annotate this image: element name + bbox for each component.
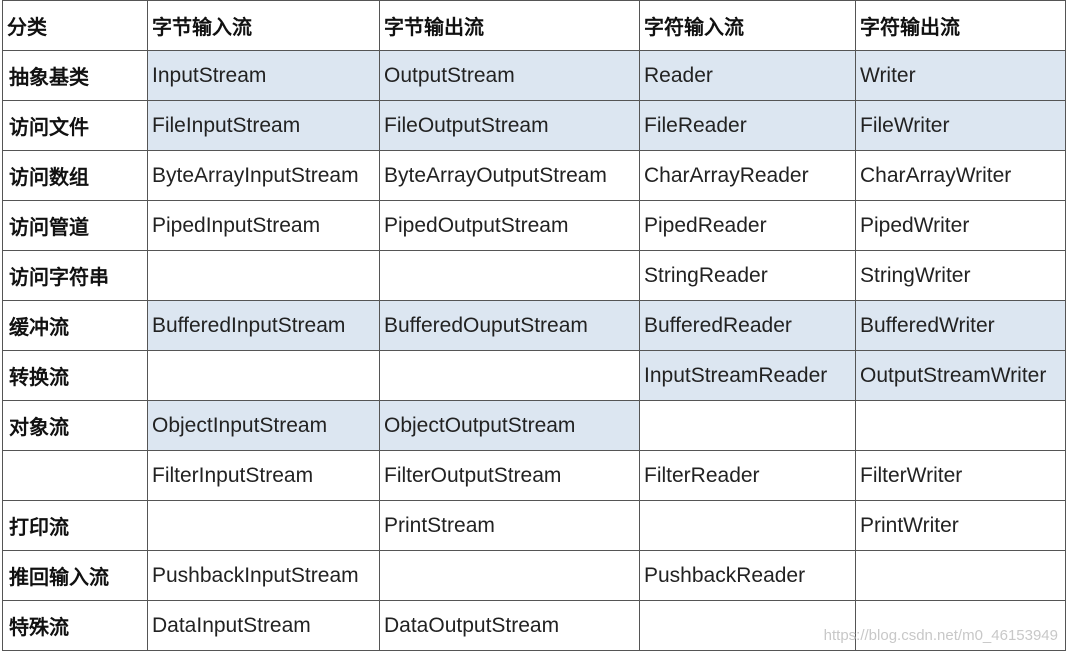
table-cell: CharArrayWriter (855, 150, 1066, 201)
table-row: 访问字符串 StringReader StringWriter (2, 250, 1066, 301)
table-cell: PipedInputStream (147, 200, 380, 251)
table-cell: FileReader (639, 100, 856, 151)
table-cell (855, 550, 1066, 601)
table-cell: PushbackInputStream (147, 550, 380, 601)
table-cell: InputStreamReader (639, 350, 856, 401)
table-cell (639, 400, 856, 451)
table-cell: OutputStream (379, 50, 640, 101)
table-cell: ObjectOutputStream (379, 400, 640, 451)
table-cell: InputStream (147, 50, 380, 101)
table-cell: FileInputStream (147, 100, 380, 151)
header-byte-output: 字节输出流 (379, 0, 640, 51)
table-row: 缓冲流 BufferedInputStream BufferedOuputStr… (2, 300, 1066, 351)
table-cell: PrintStream (379, 500, 640, 551)
table-cell (379, 350, 640, 401)
header-char-input: 字符输入流 (639, 0, 856, 51)
header-row: 分类 字节输入流 字节输出流 字符输入流 字符输出流 (2, 0, 1066, 51)
table-cell: PipedReader (639, 200, 856, 251)
table-cell: OutputStreamWriter (855, 350, 1066, 401)
table-cell: ByteArrayInputStream (147, 150, 380, 201)
table-row: 对象流 ObjectInputStream ObjectOutputStream (2, 400, 1066, 451)
table-cell: PushbackReader (639, 550, 856, 601)
table-cell: BufferedOuputStream (379, 300, 640, 351)
row-label: 推回输入流 (2, 550, 148, 601)
table-cell: BufferedReader (639, 300, 856, 351)
row-label (2, 450, 148, 501)
table-cell: FilterReader (639, 450, 856, 501)
table-row: 特殊流 DataInputStream DataOutputStream (2, 600, 1066, 651)
row-label: 特殊流 (2, 600, 148, 651)
table-cell (147, 500, 380, 551)
table-cell: Reader (639, 50, 856, 101)
table-row: 访问数组 ByteArrayInputStream ByteArrayOutpu… (2, 150, 1066, 201)
table-cell: StringWriter (855, 250, 1066, 301)
table-cell: FileWriter (855, 100, 1066, 151)
table-row: 推回输入流 PushbackInputStream PushbackReader (2, 550, 1066, 601)
table-cell: PipedOutputStream (379, 200, 640, 251)
table-row: 抽象基类 InputStream OutputStream Reader Wri… (2, 50, 1066, 101)
row-label: 访问数组 (2, 150, 148, 201)
table-cell: FilterWriter (855, 450, 1066, 501)
table-cell: BufferedWriter (855, 300, 1066, 351)
table-cell: FileOutputStream (379, 100, 640, 151)
watermark-text: https://blog.csdn.net/m0_46153949 (823, 627, 1058, 644)
table-cell (379, 250, 640, 301)
table-cell (639, 500, 856, 551)
table-cell: PrintWriter (855, 500, 1066, 551)
row-label: 缓冲流 (2, 300, 148, 351)
table-cell: PipedWriter (855, 200, 1066, 251)
table-cell: DataInputStream (147, 600, 380, 651)
row-label: 打印流 (2, 500, 148, 551)
table-cell: ObjectInputStream (147, 400, 380, 451)
table-cell: ByteArrayOutputStream (379, 150, 640, 201)
header-category: 分类 (2, 0, 148, 51)
table-cell (147, 250, 380, 301)
table-row: 打印流 PrintStream PrintWriter (2, 500, 1066, 551)
table-row: FilterInputStream FilterOutputStream Fil… (2, 450, 1066, 501)
row-label: 访问文件 (2, 100, 148, 151)
table-cell: Writer (855, 50, 1066, 101)
table-row: 访问管道 PipedInputStream PipedOutputStream … (2, 200, 1066, 251)
table-cell: CharArrayReader (639, 150, 856, 201)
table-cell (639, 600, 856, 651)
row-label: 访问字符串 (2, 250, 148, 301)
row-label: 对象流 (2, 400, 148, 451)
table-cell (855, 400, 1066, 451)
table-cell (855, 600, 1066, 651)
table-cell: BufferedInputStream (147, 300, 380, 351)
table-cell: FilterInputStream (147, 450, 380, 501)
table-cell: StringReader (639, 250, 856, 301)
table-row: 转换流 InputStreamReader OutputStreamWriter (2, 350, 1066, 401)
table-row: 访问文件 FileInputStream FileOutputStream Fi… (2, 100, 1066, 151)
row-label: 抽象基类 (2, 50, 148, 101)
header-byte-input: 字节输入流 (147, 0, 380, 51)
table-cell: DataOutputStream (379, 600, 640, 651)
row-label: 访问管道 (2, 200, 148, 251)
table-cell (147, 350, 380, 401)
row-label: 转换流 (2, 350, 148, 401)
header-char-output: 字符输出流 (855, 0, 1066, 51)
table-cell: FilterOutputStream (379, 450, 640, 501)
table-cell (379, 550, 640, 601)
